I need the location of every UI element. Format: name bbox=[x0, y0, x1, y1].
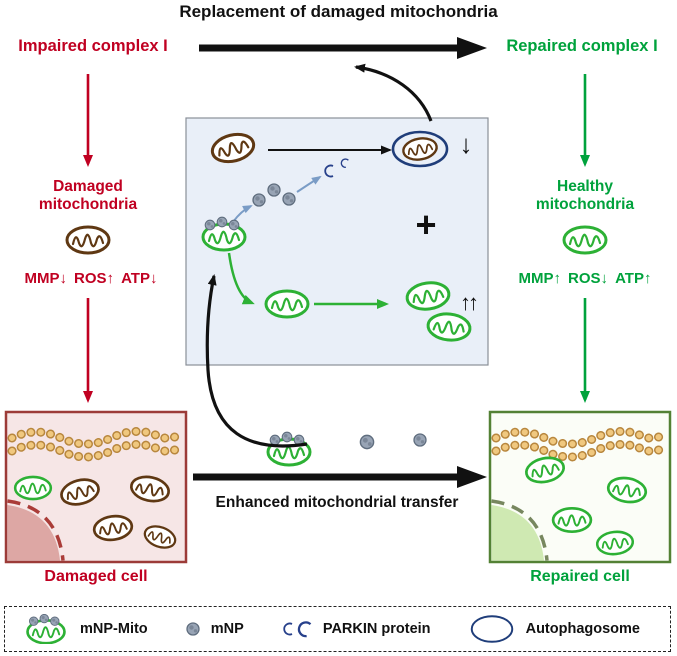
damaged-mitochondria-label: Damaged mitochondria bbox=[38, 178, 138, 213]
legend-item-mnp-mito: mNP-Mito bbox=[21, 614, 148, 644]
atp-down-label: ATP↓ bbox=[121, 270, 158, 287]
damaged-markers-row: MMP↓ ROS↑ ATP↓ bbox=[0, 270, 182, 287]
healthy-markers-row: MMP↑ ROS↓ ATP↑ bbox=[494, 270, 676, 287]
transfer-arrow bbox=[193, 466, 487, 488]
mnp-icon bbox=[186, 622, 200, 636]
box-to-replacement-arrow bbox=[354, 63, 433, 122]
plus-sign: + bbox=[415, 204, 437, 245]
transfer-to-box-arrow bbox=[205, 274, 308, 448]
repaired-cell-label: Repaired cell bbox=[530, 568, 630, 585]
mnp-mito-icon bbox=[21, 614, 71, 644]
damaged-cell bbox=[4, 410, 188, 564]
legend: mNP-Mito mNP PARKIN protein Autophagosom… bbox=[4, 606, 671, 652]
damaged-nucleus-border bbox=[7, 499, 65, 561]
mnp-to-parkin-arrow bbox=[296, 175, 322, 193]
ros-up-label: ROS↑ bbox=[74, 270, 115, 287]
mmp-down-label: MMP↓ bbox=[24, 270, 68, 287]
figure-title: Replacement of damaged mitochondria bbox=[179, 2, 498, 21]
proliferation-up-arrows-glyph: ↑↑ bbox=[460, 290, 479, 315]
legend-item-parkin: PARKIN protein bbox=[280, 617, 431, 641]
damaged-mitochondrion-icon bbox=[65, 225, 111, 255]
repaired-cell-mitochondrion-icon bbox=[551, 506, 593, 534]
mechanism-box bbox=[185, 117, 489, 366]
enhanced-transfer-label: Enhanced mitochondrial transfer bbox=[215, 494, 459, 511]
mitophagy-down-arrow-glyph: ↓ bbox=[459, 129, 473, 159]
free-mnp-icon bbox=[359, 434, 375, 450]
ros-down-label: ROS↓ bbox=[568, 270, 609, 287]
repaired-cell bbox=[488, 410, 672, 564]
atp-up-label: ATP↑ bbox=[615, 270, 652, 287]
legend-label-parkin: PARKIN protein bbox=[322, 621, 431, 637]
repaired-nucleus bbox=[491, 505, 544, 561]
healthy-mitochondrion-in-box-icon bbox=[264, 289, 310, 319]
damaged-cell-label: Damaged cell bbox=[44, 568, 148, 585]
replacement-arrow bbox=[199, 37, 487, 59]
parkin-protein-icon bbox=[283, 619, 312, 638]
mmp-up-label: MMP↑ bbox=[518, 270, 562, 287]
transferred-mitochondrion-icon bbox=[13, 475, 53, 501]
repaired-nucleus-border bbox=[491, 499, 549, 561]
transferring-mnp-mito-icon bbox=[268, 432, 310, 465]
legend-label-mnp: mNP bbox=[210, 621, 244, 637]
healthy-mitochondrion-icon bbox=[562, 225, 608, 255]
biogenesis-arrow bbox=[227, 252, 255, 305]
legend-label-autophagosome: Autophagosome bbox=[525, 621, 640, 637]
free-mnp-icon bbox=[413, 433, 427, 447]
legend-item-mnp: mNP bbox=[184, 620, 244, 638]
damaged-nucleus bbox=[7, 505, 60, 561]
repaired-complex-label: Repaired complex I bbox=[506, 37, 658, 55]
impaired-complex-label: Impaired complex I bbox=[18, 37, 168, 55]
healthy-mitochondria-label: Healthy mitochondria bbox=[535, 178, 635, 213]
legend-label-mnp-mito: mNP-Mito bbox=[80, 621, 148, 637]
legend-item-autophagosome: Autophagosome bbox=[467, 615, 640, 643]
autophagosome-icon bbox=[470, 615, 513, 643]
